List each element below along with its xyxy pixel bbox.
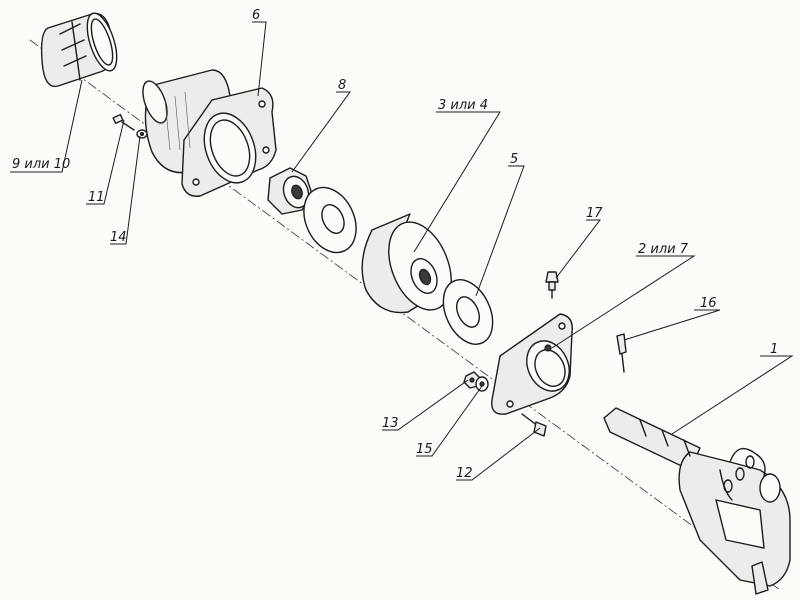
callout-5: 5 — [510, 152, 518, 167]
part-bolt — [521, 413, 547, 437]
callout-9-10: 9 или 10 — [12, 157, 70, 172]
part-nut — [267, 167, 313, 215]
callout-3-4: 3 или 4 — [438, 98, 488, 113]
leader-13 — [382, 379, 469, 431]
callout-14: 14 — [110, 230, 127, 245]
part-spacer-disc — [303, 186, 357, 254]
leader-14 — [110, 135, 141, 245]
leader-16 — [623, 309, 721, 341]
part-grease-nipple — [545, 271, 559, 299]
part-flange-plate — [491, 313, 573, 415]
callout-13: 13 — [382, 416, 399, 431]
leader-5 — [475, 165, 525, 297]
callout-17: 17 — [586, 206, 603, 221]
part-housing — [142, 69, 277, 197]
part-lock-washer — [475, 376, 489, 392]
part-washer — [442, 279, 494, 345]
callout-6: 6 — [252, 8, 260, 23]
leader-11 — [86, 119, 125, 205]
callout-2-7: 2 или 7 — [638, 242, 689, 257]
leader-9-10 — [10, 79, 83, 173]
leader-2-7 — [551, 255, 696, 349]
callout-1: 1 — [770, 342, 778, 357]
callout-16: 16 — [700, 296, 717, 311]
part-cotter-pin — [616, 333, 627, 373]
part-shaft-clevis — [603, 407, 791, 595]
leader-1 — [671, 355, 794, 435]
callout-labels: 9 или 10 6 11 14 8 3 или 4 5 17 2 или 7 … — [12, 8, 778, 481]
center-axis — [29, 39, 781, 591]
leader-6 — [252, 21, 267, 97]
part-bushing — [40, 12, 118, 88]
callout-11: 11 — [88, 190, 105, 205]
leader-3-4 — [413, 111, 501, 253]
leader-lines — [10, 21, 794, 481]
leader-17 — [555, 219, 602, 279]
callout-15: 15 — [416, 442, 433, 457]
part-washer-small — [136, 129, 148, 139]
callout-12: 12 — [456, 466, 473, 481]
callout-8: 8 — [338, 78, 346, 93]
part-spool-roller — [361, 213, 452, 314]
leader-15 — [416, 385, 483, 457]
leader-12 — [456, 427, 541, 481]
leader-8 — [291, 91, 351, 173]
part-bolt-small — [112, 113, 135, 131]
